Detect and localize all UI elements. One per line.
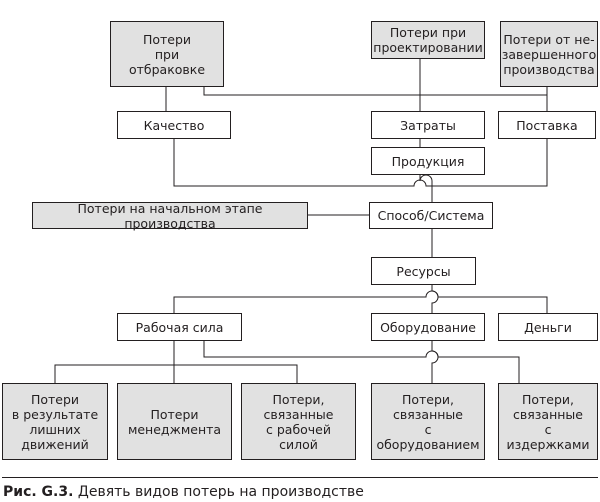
- node-money: Деньги: [498, 313, 598, 341]
- node-loss-costs: Потери, связанные с издержками: [498, 383, 598, 460]
- node-costs: Затраты: [371, 111, 485, 139]
- caption-label: Рис. G.3.: [3, 484, 74, 500]
- node-resources: Ресурсы: [371, 257, 476, 285]
- node-loss-labor: Потери, связанные с рабочей силой: [241, 383, 356, 460]
- node-loss-wip: Потери от не- завершенного производства: [500, 21, 598, 87]
- node-loss-initial: Потери на начальном этапе производства: [32, 201, 308, 231]
- connector-rejects-wip: [203, 86, 548, 96]
- connector-labor-costs: [203, 340, 520, 383]
- node-equipment: Оборудование: [371, 313, 485, 341]
- figure-caption: Рис. G.3. Девять видов потерь на произво…: [3, 484, 364, 500]
- node-product: Продукция: [371, 147, 485, 175]
- node-loss-management: Потери менеджмента: [117, 383, 232, 460]
- loss-types-diagram: Потери при отбраковке Потери при проекти…: [2, 21, 598, 460]
- connector-labor-motion: [54, 340, 175, 383]
- connector-equipment-losses: [431, 340, 439, 383]
- connector-resources-hop: [431, 284, 439, 308]
- connector-labor-labor-loss: [174, 364, 298, 383]
- node-loss-equipment: Потери, связанные с оборудованием: [371, 383, 485, 460]
- caption-text: Девять видов потерь на производстве: [77, 484, 364, 500]
- node-quality: Качество: [117, 111, 231, 139]
- connector-lines: [54, 58, 548, 383]
- connector-resources-branches: [173, 290, 548, 313]
- node-loss-motion: Потери в результате лишних движений: [2, 383, 108, 460]
- node-loss-design: Потери при проектировании: [371, 21, 485, 59]
- node-labor: Рабочая сила: [117, 313, 242, 341]
- connector-product-hop: [419, 174, 433, 182]
- caption-divider: [2, 477, 598, 478]
- node-delivery: Поставка: [498, 111, 596, 139]
- node-method: Способ/Система: [369, 202, 493, 229]
- node-loss-rejects: Потери при отбраковке: [110, 21, 224, 87]
- connector-quality-delivery: [173, 138, 548, 187]
